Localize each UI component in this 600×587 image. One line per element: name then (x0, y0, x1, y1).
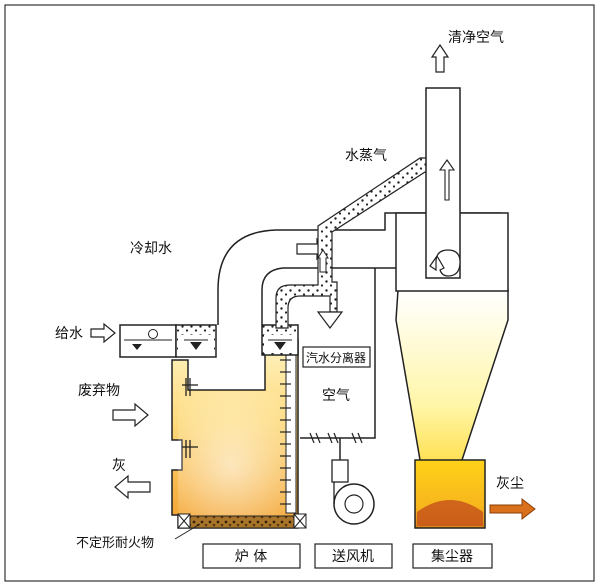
inner-outlet-pipe (425, 87, 461, 279)
separator-label-box (302, 346, 371, 368)
refractory-leader (174, 523, 201, 540)
label-separator: 汽水分离器 (306, 350, 366, 365)
label-dust: 灰尘 (496, 476, 524, 492)
caption-box-fan (314, 543, 393, 569)
caption-collector: 集尘器 (431, 548, 473, 565)
label-steam: 水蒸气 (345, 148, 387, 164)
label-air: 空气 (322, 388, 350, 404)
waste-arrow (112, 402, 149, 428)
label-feed-water: 给水 (55, 326, 83, 342)
clean-air-arrow (430, 43, 450, 73)
swirl-arrow (429, 249, 461, 277)
heat-tubes (280, 359, 291, 505)
label-clean-air: 清净空气 (448, 30, 504, 46)
blower-fan (331, 459, 375, 525)
label-ash: 灰 (112, 458, 126, 474)
label-cooling-water: 冷却水 (130, 241, 172, 257)
up-arrow-inner (438, 159, 456, 201)
refractory-bed (189, 515, 295, 529)
furnace-glow (178, 392, 296, 526)
separator-down-arrow (317, 249, 329, 273)
feed-water-tank (119, 324, 177, 358)
outer-frame (4, 4, 595, 582)
label-waste: 废弃物 (78, 383, 120, 399)
caption-furnace: 炉 体 (235, 549, 267, 565)
label-refractory: 不定形耐火物 (76, 536, 154, 551)
air-pipe (300, 268, 376, 439)
dust-out-arrow (489, 497, 536, 521)
caption-fan: 送风机 (332, 549, 374, 565)
feed-grate-upper (182, 378, 198, 396)
steam-pipe (275, 157, 431, 329)
caption-box-collector (412, 543, 493, 569)
ash-arrow (114, 474, 151, 500)
water-jacket-right (285, 344, 297, 514)
corner-block-right (293, 513, 307, 529)
separator-drip-arrow (316, 311, 344, 329)
caption-box-furnace (202, 543, 301, 569)
corner-block-left (177, 513, 191, 529)
feed-water-arrow (90, 322, 116, 344)
hopper-settled-dust (417, 500, 483, 526)
feed-grate-lower (182, 440, 198, 458)
air-valves (309, 432, 363, 444)
